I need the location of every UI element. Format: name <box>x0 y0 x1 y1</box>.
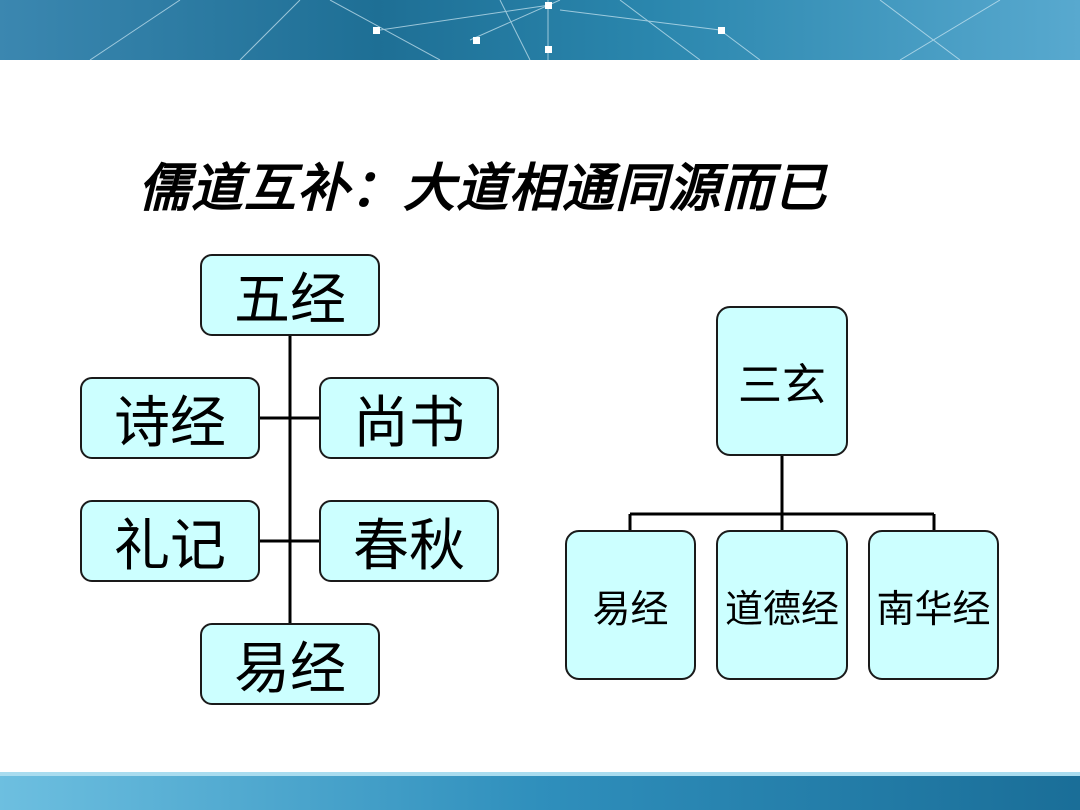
node-chunqiu-label: 春秋 <box>353 513 465 579</box>
node-shangshu: 尚书 <box>319 377 499 459</box>
node-wujing: 五经 <box>200 254 380 336</box>
node-yijing-left-label: 易经 <box>234 636 346 702</box>
node-nanhuajing-label: 南华经 <box>876 586 991 631</box>
node-daodejing: 道德经 <box>716 530 848 680</box>
node-liji: 礼记 <box>80 500 260 582</box>
node-nanhuajing: 南华经 <box>868 530 999 680</box>
node-wujing-label: 五经 <box>234 267 346 333</box>
node-shangshu-label: 尚书 <box>353 390 465 456</box>
top-decoration-band <box>0 0 1080 60</box>
node-sanxuan-label: 三玄 <box>738 360 826 411</box>
node-chunqiu: 春秋 <box>319 500 499 582</box>
node-daodejing-label: 道德经 <box>724 586 839 631</box>
node-yijing-right-label: 易经 <box>592 586 669 631</box>
slide-title: 儒道互补：大道相通同源而已 <box>138 159 828 219</box>
bottom-decoration-band <box>0 772 1080 810</box>
node-shijing: 诗经 <box>80 377 260 459</box>
node-yijing-right: 易经 <box>565 530 696 680</box>
node-liji-label: 礼记 <box>114 513 226 579</box>
node-shijing-label: 诗经 <box>114 390 226 456</box>
node-yijing-left: 易经 <box>200 623 380 705</box>
node-sanxuan: 三玄 <box>716 306 848 456</box>
